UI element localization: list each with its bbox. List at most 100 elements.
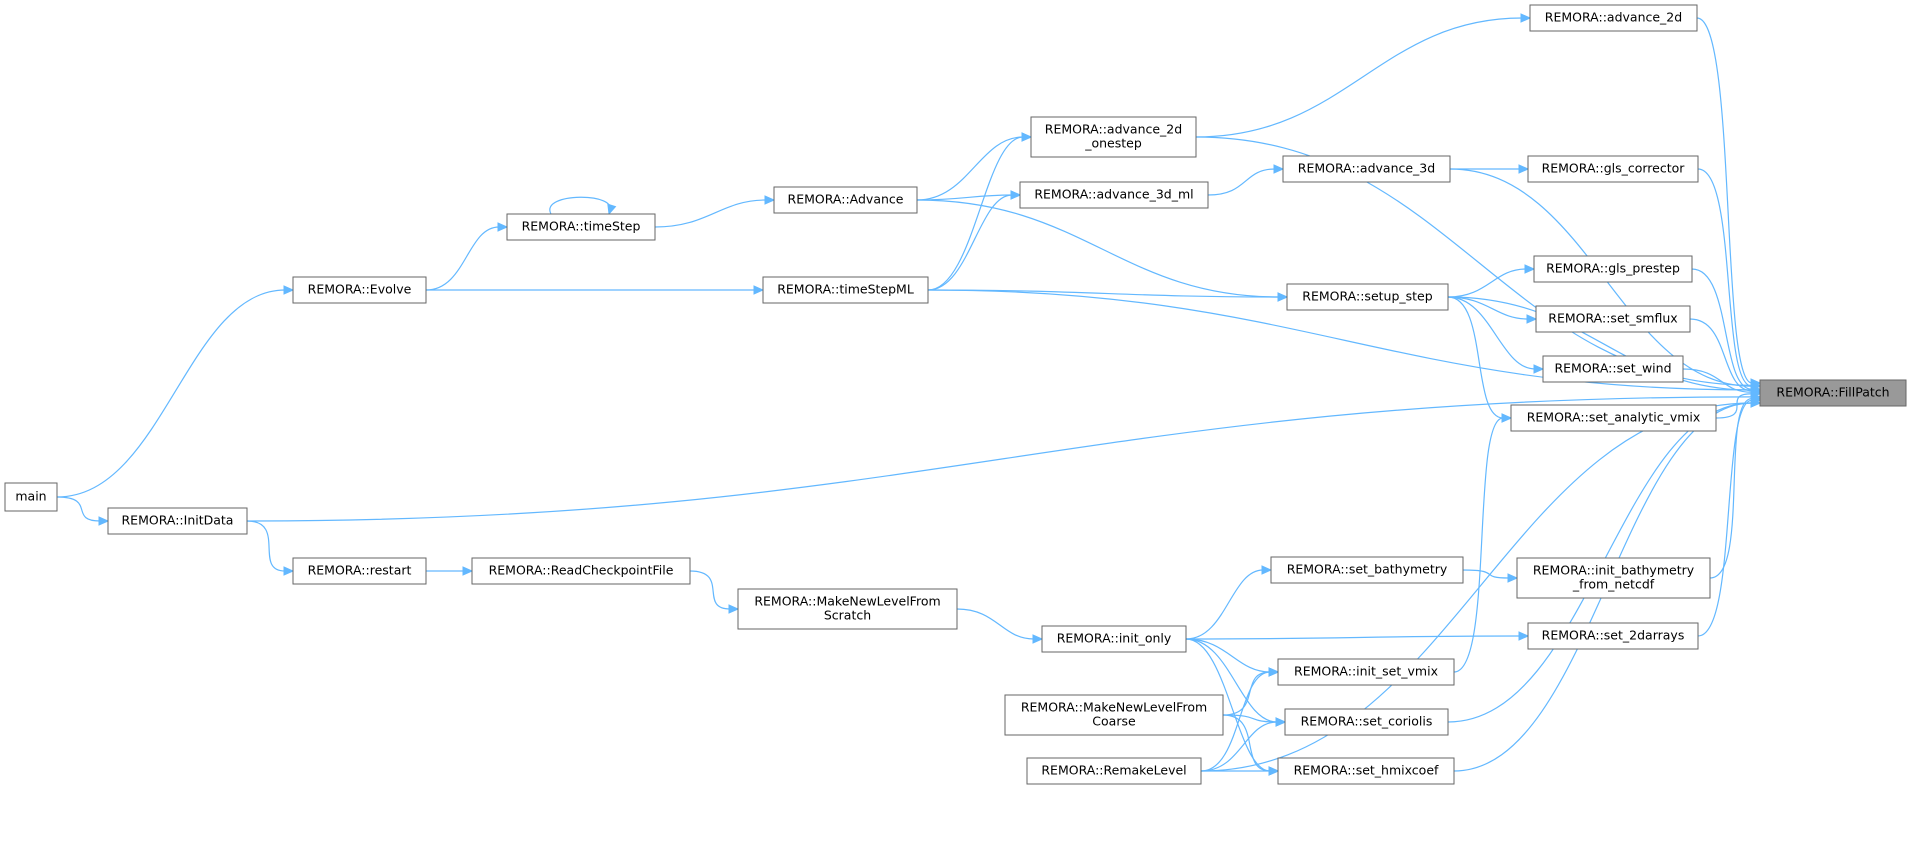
node-label: REMORA::Advance	[788, 192, 904, 207]
node-label: Scratch	[824, 608, 871, 623]
edge-setwind-to-fillpatch	[1682, 368, 1762, 398]
node-main[interactable]: main	[4, 482, 58, 512]
edge-arrowhead	[1526, 314, 1538, 324]
edge-restart-to-readckpt	[425, 566, 474, 576]
node-box	[1286, 283, 1449, 311]
edge-setbathy-to-initbathync	[1462, 569, 1519, 583]
node-label: REMORA::InitData	[122, 513, 234, 528]
edge-arrowhead	[1524, 264, 1536, 274]
node-label: REMORA::timeStep	[522, 219, 641, 234]
edge-arrowhead	[1268, 667, 1280, 677]
edge-arrowhead	[1533, 364, 1545, 374]
node-setwind[interactable]: REMORA::set_wind	[1542, 355, 1684, 383]
edge-main-to-initdata	[56, 496, 110, 526]
node-timestepml[interactable]: REMORA::timeStepML	[762, 276, 929, 304]
edge-arrowhead	[1520, 13, 1532, 23]
edge-initonly-to-set2darrays	[1185, 631, 1530, 641]
node-label: REMORA::timeStepML	[777, 282, 914, 297]
node-box	[292, 557, 427, 585]
edge-arrowhead	[728, 604, 740, 614]
node-set2darrays[interactable]: REMORA::set_2darrays	[1527, 622, 1699, 650]
node-glscorrector[interactable]: REMORA::gls_corrector	[1527, 155, 1699, 183]
node-box	[1004, 694, 1224, 736]
edge-arrowhead	[1518, 164, 1530, 174]
edge-arrowhead	[1507, 573, 1519, 583]
node-box	[1030, 116, 1197, 158]
node-box	[773, 186, 918, 214]
node-adv2donestep[interactable]: REMORA::advance_2d_onestep	[1030, 116, 1197, 158]
edge-arrowhead	[764, 195, 776, 205]
edge-mnlscratch-to-initonly	[956, 608, 1044, 644]
node-label: REMORA::RemakeLevel	[1041, 763, 1186, 778]
node-setbathy[interactable]: REMORA::set_bathymetry	[1270, 556, 1464, 584]
node-label: REMORA::init_bathymetry	[1533, 563, 1695, 578]
node-label: _onestep	[1084, 136, 1142, 151]
node-box	[1535, 305, 1691, 333]
node-remakelevel[interactable]: REMORA::RemakeLevel	[1026, 757, 1202, 785]
edge-arrowhead	[1010, 190, 1022, 200]
node-fillpatch[interactable]: REMORA::FillPatch	[1759, 379, 1907, 407]
node-initdata[interactable]: REMORA::InitData	[107, 507, 248, 535]
node-box	[1510, 404, 1717, 432]
edge-arrowhead	[1268, 766, 1280, 776]
nodes-layer: mainREMORA::EvolveREMORA::InitDataREMORA…	[4, 4, 1907, 785]
edge-setupstep-to-glsprestep	[1447, 264, 1536, 298]
node-box	[1527, 155, 1699, 183]
node-sethmixcoef[interactable]: REMORA::set_hmixcoef	[1277, 757, 1455, 785]
node-initonly[interactable]: REMORA::init_only	[1041, 625, 1187, 653]
node-timestep[interactable]: REMORA::timeStep	[506, 213, 656, 241]
node-initsetvmix[interactable]: REMORA::init_set_vmix	[1277, 658, 1455, 686]
node-adv2d[interactable]: REMORA::advance_2d	[1529, 4, 1698, 32]
node-label: _from_netcdf	[1572, 577, 1655, 592]
node-label: REMORA::set_coriolis	[1301, 714, 1433, 729]
node-setupstep[interactable]: REMORA::setup_step	[1286, 283, 1449, 311]
edge-main-to-evolve	[56, 285, 295, 498]
node-advance[interactable]: REMORA::Advance	[773, 186, 918, 214]
node-box	[471, 557, 691, 585]
node-readckpt[interactable]: REMORA::ReadCheckpointFile	[471, 557, 691, 585]
edge-arrowhead	[1750, 395, 1762, 406]
node-glsprestep[interactable]: REMORA::gls_prestep	[1533, 255, 1693, 283]
edge-remakelevel-to-setcoriolis	[1200, 717, 1287, 772]
node-label: REMORA::ReadCheckpointFile	[489, 563, 674, 578]
edge-arrowhead	[283, 566, 295, 576]
edge-arrowhead	[1032, 634, 1044, 644]
node-box	[1019, 181, 1209, 209]
node-evolve[interactable]: REMORA::Evolve	[292, 276, 427, 304]
node-initbathync[interactable]: REMORA::init_bathymetry_from_netcdf	[1516, 557, 1711, 599]
node-box	[107, 507, 248, 535]
edge-set2darrays-to-fillpatch	[1697, 395, 1762, 637]
node-restart[interactable]: REMORA::restart	[292, 557, 427, 585]
edge-arrowhead	[98, 516, 110, 526]
edge-evolve-to-timestep	[425, 222, 509, 291]
edge-arrowhead	[1021, 132, 1033, 142]
edge-initdata-to-restart	[246, 520, 295, 576]
edge-arrowhead	[1518, 631, 1530, 641]
node-adv3d[interactable]: REMORA::advance_3d	[1282, 155, 1451, 183]
edge-setupstep-to-setwind	[1447, 296, 1545, 374]
node-box	[1759, 379, 1907, 407]
node-label: main	[15, 489, 46, 504]
node-box	[1284, 708, 1449, 736]
node-box	[1516, 557, 1711, 599]
edge-initbathync-to-fillpatch	[1709, 393, 1762, 579]
node-box	[1041, 625, 1187, 653]
node-box	[1026, 757, 1202, 785]
edge-advance-to-adv2donestep	[916, 132, 1033, 201]
edge-advance-to-adv3dml	[916, 190, 1022, 201]
node-label: REMORA::set_wind	[1554, 361, 1671, 376]
edge-initonly-to-setbathy	[1185, 565, 1273, 640]
node-label: REMORA::set_2darrays	[1542, 628, 1685, 643]
node-adv3dml[interactable]: REMORA::advance_3d_ml	[1019, 181, 1209, 209]
node-box	[1270, 556, 1464, 584]
edge-arrowhead	[283, 285, 295, 295]
edge-readckpt-to-mnlscratch	[689, 570, 740, 614]
node-setsmflux[interactable]: REMORA::set_smflux	[1535, 305, 1691, 333]
node-label: REMORA::set_smflux	[1548, 311, 1677, 326]
node-setanalyticvmix[interactable]: REMORA::set_analytic_vmix	[1510, 404, 1717, 432]
node-setcoriolis[interactable]: REMORA::set_coriolis	[1284, 708, 1449, 736]
edge-adv3dml-to-adv3d	[1207, 164, 1285, 196]
